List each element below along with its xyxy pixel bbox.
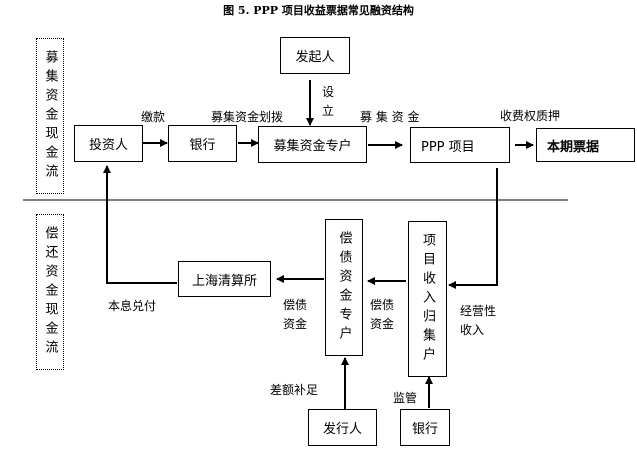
node-investor: 投资人	[74, 125, 143, 162]
section-label-raising-text: 募集资金现金流	[42, 49, 58, 183]
edge-label-transfer: 募集资金划拨	[211, 110, 284, 124]
node-sponsor-label: 发起人	[295, 50, 335, 65]
section-label-repayment-text: 偿还资金现金流	[42, 225, 58, 359]
section-label-raising: 募集资金现金流	[36, 38, 64, 194]
node-bank-bottom: 银行	[400, 409, 450, 446]
diagram-title: 图 5. PPP 项目收益票据常见融资结构	[223, 4, 414, 17]
node-current-notes-label: 本期票据	[547, 139, 600, 155]
edge-label-toll-pledge: 收费权质押	[500, 109, 561, 123]
node-raise-account-label: 募集资金专户	[273, 139, 352, 154]
node-bank-bottom-label: 银行	[411, 422, 438, 437]
node-ppp-project-label: PPP 项目	[421, 139, 475, 155]
node-sh-clearing-label: 上海清算所	[191, 273, 257, 289]
edge-label-shortfall: 差额补足	[270, 383, 319, 397]
node-repay-account: 偿债资金专户	[325, 219, 363, 356]
edge-label-pay: 缴款	[141, 110, 166, 124]
edge-label-supervision: 监管	[393, 391, 418, 405]
node-sh-clearing: 上海清算所	[178, 261, 271, 297]
arrow-ppp-to-collection	[448, 168, 498, 289]
node-investor-label: 投资人	[88, 138, 128, 153]
edge-label-repay-funds-2: 偿债资金	[370, 298, 395, 331]
node-issuer-label: 发行人	[322, 422, 362, 437]
node-bank-top: 银行	[168, 125, 237, 162]
edge-label-repay-funds-1: 偿债资金	[283, 298, 308, 331]
node-bank-top-label: 银行	[189, 138, 216, 153]
edge-label-establish: 设立	[322, 85, 335, 118]
node-ppp-project: PPP 项目	[410, 127, 510, 163]
node-collection-account: 项目收入归集户	[408, 221, 447, 377]
node-sponsor: 发起人	[280, 37, 350, 74]
arrow-clearing-to-investor	[103, 165, 177, 284]
node-current-notes: 本期票据	[536, 128, 635, 162]
section-label-repayment: 偿还资金现金流	[36, 214, 64, 370]
edge-label-operating-income: 经营性收入	[460, 304, 497, 337]
node-repay-account-label: 偿债资金专户	[336, 230, 352, 345]
edge-label-principal-interest: 本息兑付	[108, 299, 157, 313]
node-raise-account: 募集资金专户	[258, 126, 367, 163]
node-collection-account-label: 项目收入归集户	[420, 232, 435, 366]
node-issuer: 发行人	[308, 409, 377, 446]
edge-label-raised-funds: 募 集 资 金	[360, 110, 420, 124]
